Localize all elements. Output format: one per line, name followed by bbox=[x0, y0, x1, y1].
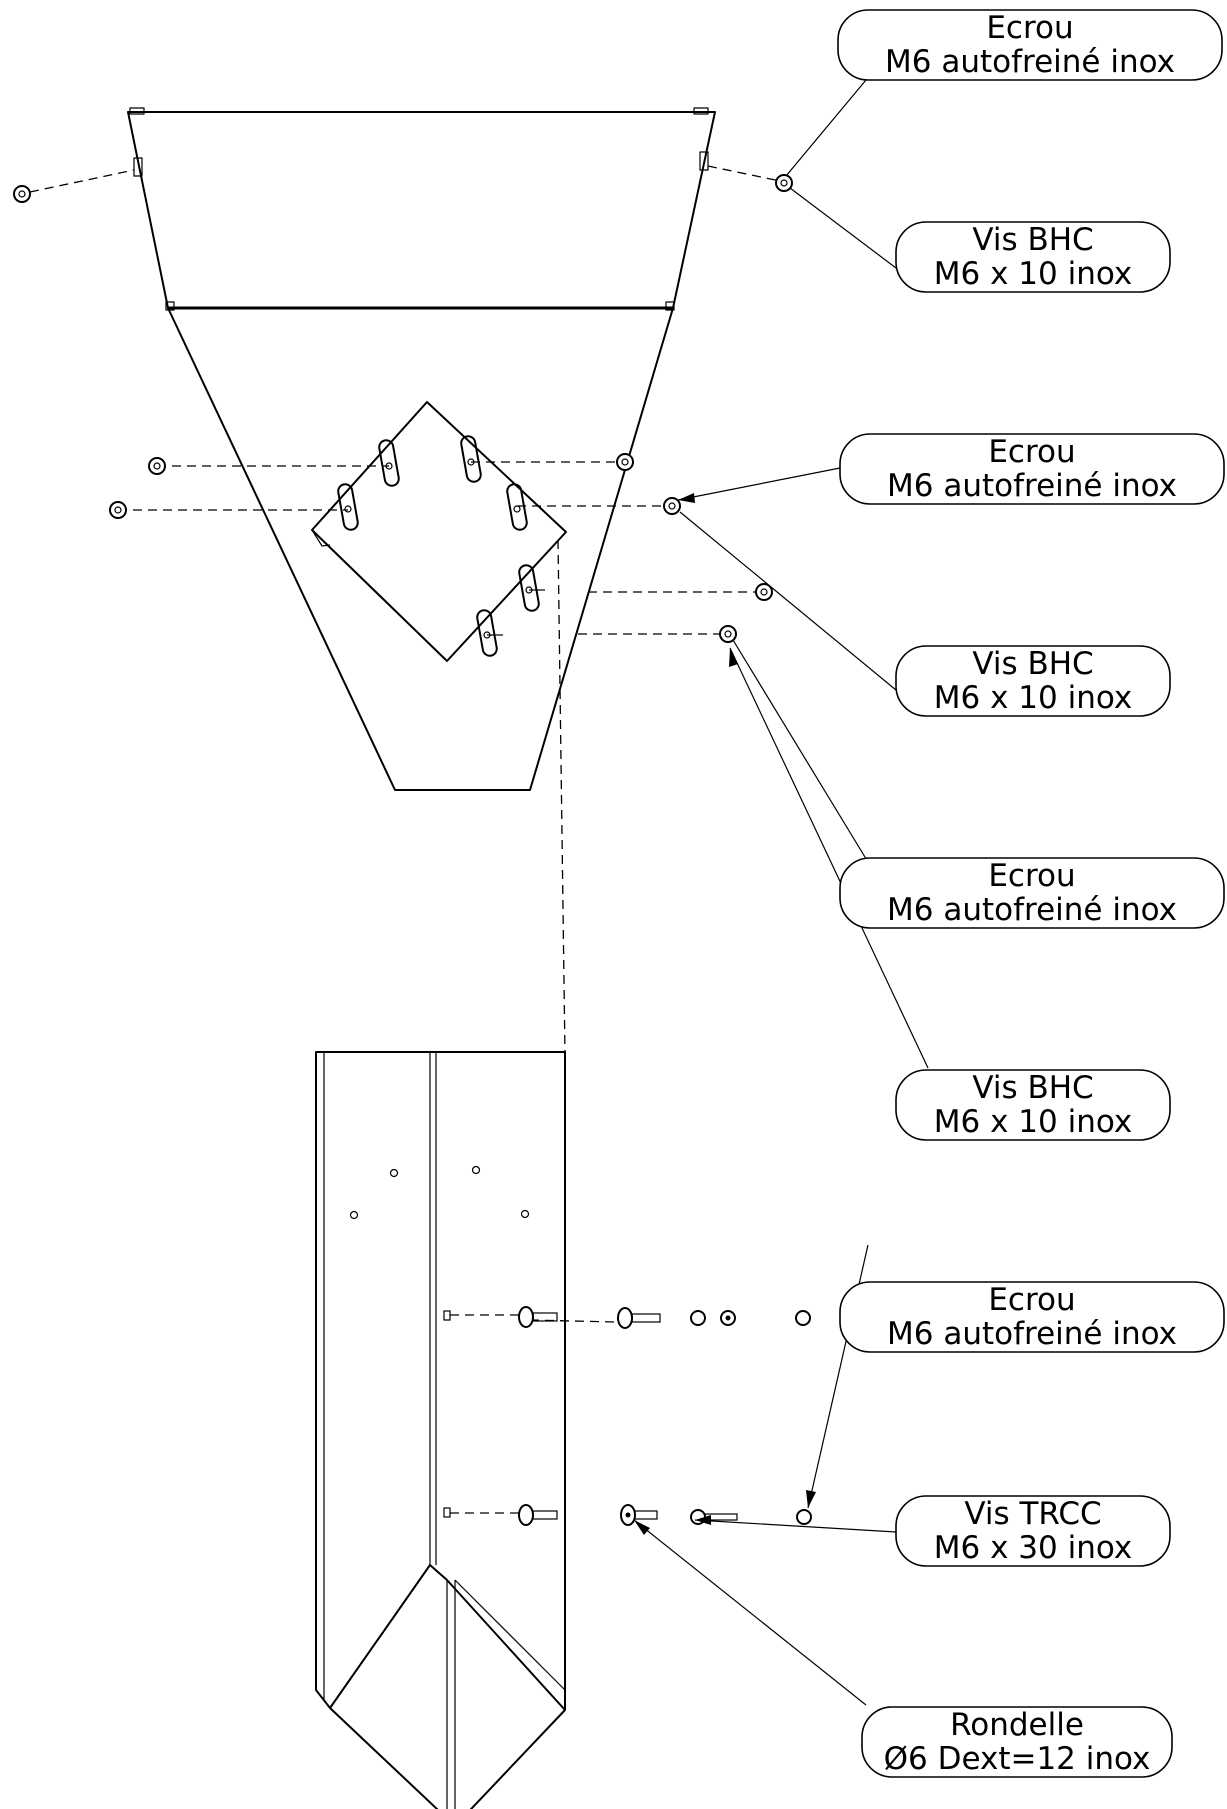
assembly-axis-lines-upper bbox=[29, 165, 786, 1056]
nut-mid-1 bbox=[148, 457, 166, 475]
callout-vis-bhc-3: Vis BHC M6 x 10 inox bbox=[895, 1069, 1171, 1141]
bolt-mid-1 bbox=[616, 453, 634, 471]
callout-ecrou-4: Ecrou M6 autofreiné inox bbox=[839, 1281, 1225, 1353]
callout-line1: Ecrou bbox=[988, 858, 1075, 894]
callout-vis-bhc-2: Vis BHC M6 x 10 inox bbox=[895, 645, 1171, 717]
nut-mid-3 bbox=[719, 625, 737, 643]
assembly-axis-lines-lower bbox=[450, 1314, 616, 1514]
callout-line2: M6 autofreiné inox bbox=[887, 468, 1177, 504]
callout-ecrou-1: Ecrou M6 autofreiné inox bbox=[837, 9, 1223, 81]
nut-top-right bbox=[775, 174, 793, 192]
callout-line1: Vis TRCC bbox=[964, 1496, 1101, 1532]
callout-line1: Vis BHC bbox=[972, 222, 1093, 258]
callout-rondelle: Rondelle Ø6 Dext=12 inox bbox=[861, 1706, 1173, 1778]
bolt-mid-3 bbox=[755, 583, 773, 601]
callout-line1: Rondelle bbox=[950, 1707, 1084, 1743]
callout-line1: Vis BHC bbox=[972, 646, 1093, 682]
bolt-lower-row1 bbox=[518, 1306, 811, 1329]
callout-line2: M6 autofreiné inox bbox=[887, 892, 1177, 928]
callout-line2: M6 autofreiné inox bbox=[887, 1316, 1177, 1352]
callout-line1: Ecrou bbox=[986, 10, 1073, 46]
callout-line2: M6 x 10 inox bbox=[934, 256, 1132, 292]
callout-line1: Ecrou bbox=[988, 434, 1075, 470]
bolt-mid-2 bbox=[663, 497, 681, 515]
hardware-lower bbox=[518, 1306, 812, 1526]
callout-line2: M6 autofreiné inox bbox=[885, 44, 1175, 80]
callout-line2: M6 x 10 inox bbox=[934, 680, 1132, 716]
callout-line2: Ø6 Dext=12 inox bbox=[884, 1741, 1151, 1777]
callout-ecrou-2: Ecrou M6 autofreiné inox bbox=[839, 433, 1225, 505]
callout-ecrou-3: Ecrou M6 autofreiné inox bbox=[839, 857, 1225, 929]
callout-vis-bhc-1: Vis BHC M6 x 10 inox bbox=[895, 221, 1171, 293]
lower-post bbox=[315, 1051, 566, 1809]
inner-diamond-plate bbox=[311, 401, 567, 662]
nut-top-left bbox=[13, 185, 31, 203]
hopper-top-collar bbox=[127, 107, 716, 311]
hardware-upper bbox=[13, 174, 793, 643]
nut-mid-2 bbox=[109, 501, 127, 519]
callout-line2: M6 x 10 inox bbox=[934, 1104, 1132, 1140]
callout-line1: Vis BHC bbox=[972, 1070, 1093, 1106]
callout-line2: M6 x 30 inox bbox=[934, 1530, 1132, 1566]
callout-vis-trcc: Vis TRCC M6 x 30 inox bbox=[895, 1495, 1171, 1567]
callout-line1: Ecrou bbox=[988, 1282, 1075, 1318]
hopper-funnel bbox=[167, 307, 674, 791]
bolt-lower-row2 bbox=[518, 1504, 812, 1526]
